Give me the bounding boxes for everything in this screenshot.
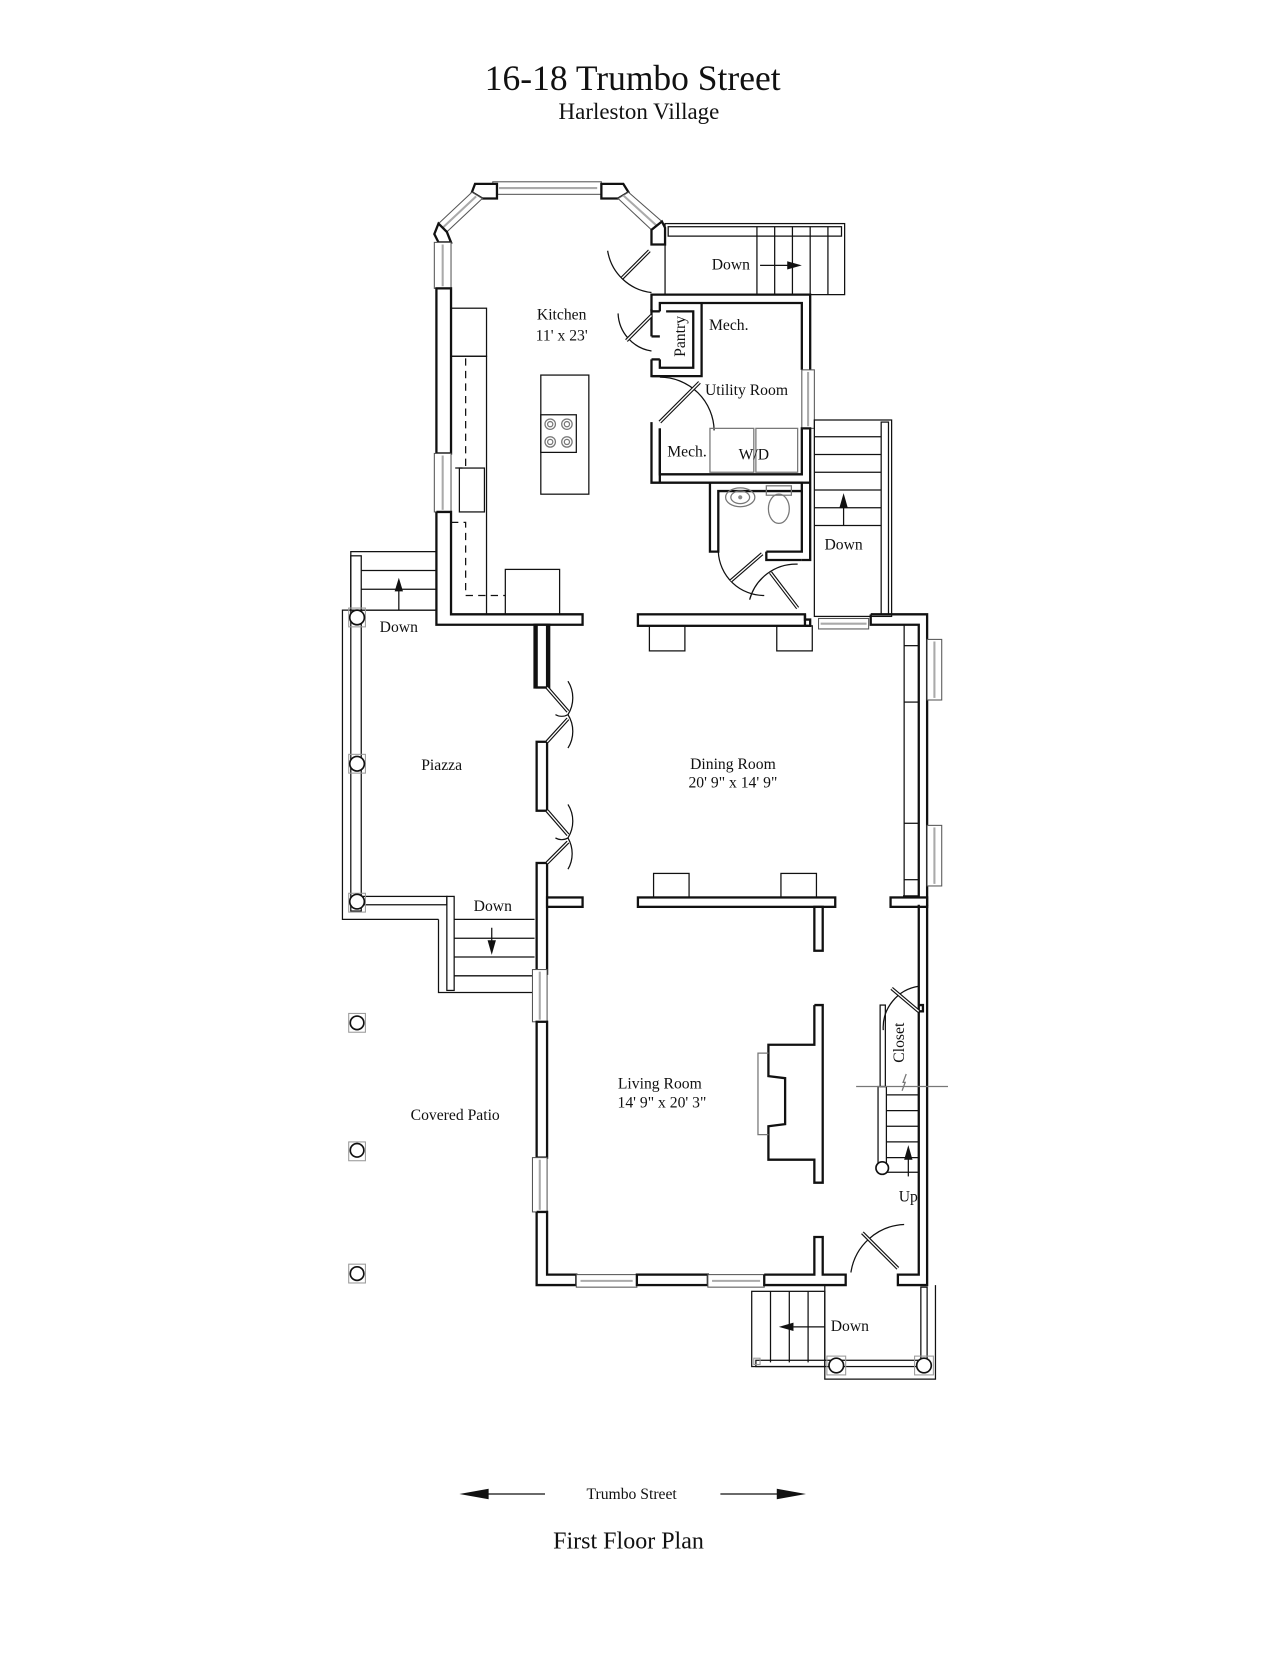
toilet-tank xyxy=(765,485,793,496)
arrow-up-icon xyxy=(904,1145,913,1160)
room-size-living: 14' 9" x 20' 3" xyxy=(617,1094,706,1111)
street-label: Trumbo Street xyxy=(586,1486,677,1503)
arrow-up-icon xyxy=(394,577,404,592)
room-size-kitchen: 11' x 23' xyxy=(536,328,588,345)
arrow-up-icon xyxy=(839,493,848,508)
kitchen-wing-walls xyxy=(433,181,667,689)
toilet-icon xyxy=(767,493,790,525)
rear-stair-kitchen xyxy=(664,222,846,296)
room-size-dining: 20' 9" x 14' 9" xyxy=(688,775,777,792)
room-label-closet: Closet xyxy=(891,1022,908,1063)
dining-room-walls xyxy=(535,613,943,975)
room-label-mech-upper: Mech. xyxy=(709,317,749,334)
arrow-right-icon xyxy=(787,261,802,270)
room-label-kitchen: Kitchen xyxy=(537,307,587,324)
arrow-left-icon xyxy=(778,1322,794,1332)
utility-door xyxy=(658,376,715,431)
room-label-pantry: Pantry xyxy=(672,316,689,357)
kitchen-rear-door xyxy=(607,249,652,294)
arrow-down-icon xyxy=(487,940,496,955)
side-stair-utility xyxy=(813,419,893,618)
stair-label-utility-side: Down xyxy=(824,537,862,554)
powder-room-fixtures xyxy=(724,485,793,525)
kitchen-fixtures xyxy=(450,307,590,615)
kitchen-island xyxy=(540,374,590,495)
stair-label-piazza-front: Down xyxy=(474,898,512,915)
street-direction-arrows xyxy=(459,1488,807,1500)
room-label-living: Living Room xyxy=(618,1076,702,1093)
entry-hall-walls xyxy=(850,904,948,1287)
plan-caption: First Floor Plan xyxy=(553,1528,704,1554)
plan-title: 16-18 Trumbo Street xyxy=(485,58,781,98)
front-entry-stoop xyxy=(751,1285,937,1380)
room-label-piazza: Piazza xyxy=(421,757,462,774)
cooktop-icon xyxy=(540,414,577,454)
utility-block-walls xyxy=(650,293,815,562)
left-arrow-icon xyxy=(459,1488,489,1500)
washer-dryer-fixture xyxy=(709,427,799,473)
covered-patio-columns xyxy=(348,1012,366,1284)
range-icon xyxy=(504,568,561,615)
room-label-wd: W/D xyxy=(739,447,769,464)
stair-label-kitchen-rear: Down xyxy=(712,257,750,274)
powder-room-doors xyxy=(717,551,800,610)
stair-label-piazza-rear: Down xyxy=(380,619,418,636)
stair-label-front-entry: Down xyxy=(831,1318,869,1335)
living-room-walls xyxy=(531,969,847,1288)
french-doors-piazza xyxy=(545,680,574,870)
plan-subtitle: Harleston Village xyxy=(559,99,720,124)
stair-label-interior: Up xyxy=(899,1188,918,1205)
room-label-mech-lower: Mech. xyxy=(667,444,707,461)
room-label-utility: Utility Room xyxy=(705,382,788,399)
pantry-door xyxy=(617,313,653,352)
sink-icon xyxy=(458,467,486,513)
room-label-dining: Dining Room xyxy=(690,756,776,773)
room-label-covered-patio: Covered Patio xyxy=(411,1107,500,1124)
piazza xyxy=(341,551,535,994)
right-arrow-icon xyxy=(776,1488,807,1500)
